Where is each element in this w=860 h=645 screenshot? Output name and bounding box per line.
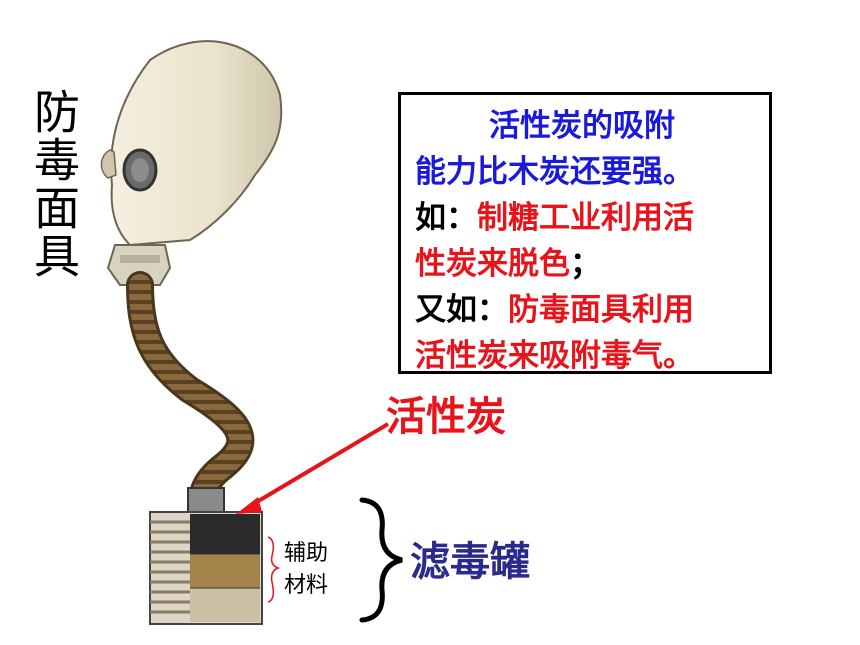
info-line-1: 活性炭的吸附 — [489, 108, 675, 144]
info-line-3-prefix: 如： — [415, 200, 477, 236]
activated-carbon-label: 活性炭 — [386, 394, 506, 440]
info-line-4: 性炭来脱色； — [415, 241, 759, 287]
info-line-4-text: 性炭来脱色 — [415, 246, 570, 282]
canister-brace — [359, 497, 403, 623]
aux-label-line-1: 辅助 — [284, 541, 329, 566]
activated-carbon-layer — [190, 514, 260, 554]
vertical-title: 防毒面具 — [27, 88, 81, 280]
info-line-5-prefix: 又如： — [415, 292, 508, 328]
canister-neck — [187, 487, 225, 513]
aux-bracket — [267, 536, 281, 603]
info-line-6: 活性炭来吸附毒气。 — [415, 338, 694, 374]
filter-canister — [149, 511, 263, 625]
info-line-5-text: 防毒面具利用 — [508, 292, 694, 328]
info-line-2: 能力比木炭还要强。 — [415, 154, 694, 190]
info-line-4-suffix: ； — [570, 246, 601, 282]
auxiliary-material-label: 辅助 材料 — [284, 538, 344, 602]
info-box: 活性炭的吸附 能力比木炭还要强。 如：制糖工业利用活 性炭来脱色； 又如：防毒面… — [398, 92, 772, 374]
aux-label-line-2: 材料 — [284, 573, 329, 598]
mask-strap — [100, 149, 117, 179]
info-line-5: 又如：防毒面具利用 — [415, 287, 759, 333]
mask-head — [109, 40, 283, 247]
auxiliary-layer-1 — [190, 554, 260, 588]
info-line-3: 如：制糖工业利用活 — [415, 195, 759, 241]
info-line-3-text: 制糖工业利用活 — [477, 200, 694, 236]
auxiliary-layer-2 — [190, 588, 260, 622]
pointer-arrow — [248, 422, 390, 508]
arrow-head — [236, 497, 262, 514]
filter-canister-label: 滤毒罐 — [410, 539, 530, 585]
